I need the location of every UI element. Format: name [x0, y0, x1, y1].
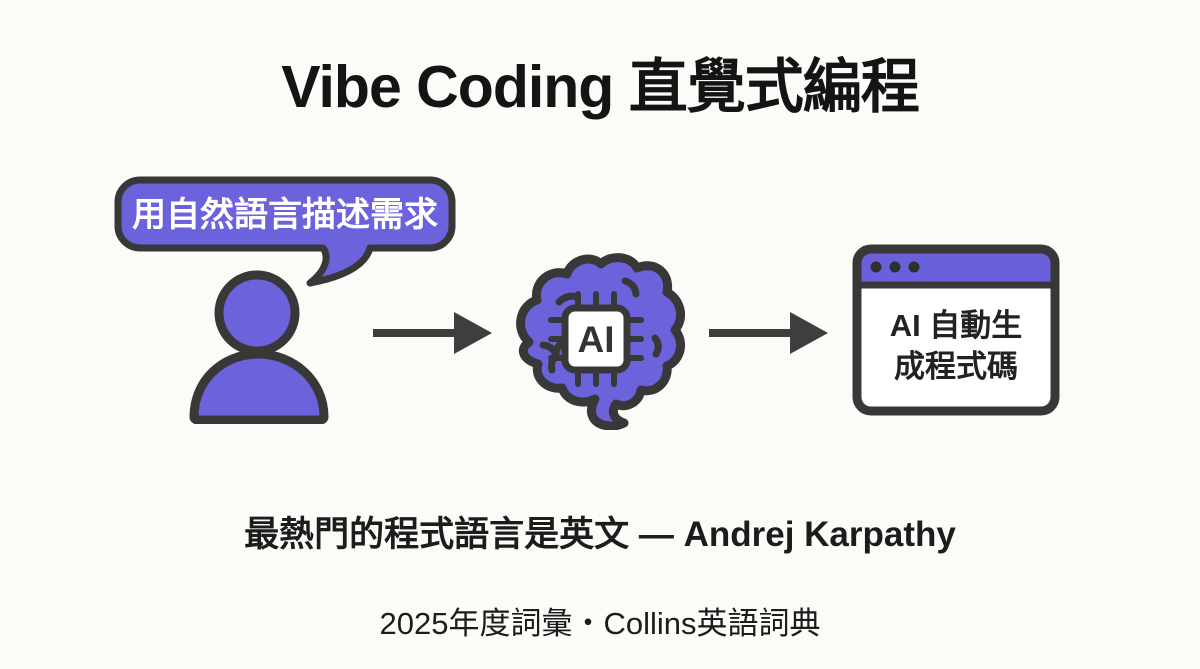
- speech-bubble-shape: [114, 176, 456, 287]
- speech-bubble-label: 用自然語言描述需求: [132, 195, 438, 234]
- browser-text-line2: 成程式碼: [894, 349, 1018, 384]
- ai-chip-label: AI: [578, 319, 615, 360]
- ai-chip: [561, 304, 631, 374]
- window-control-dots: [870, 261, 920, 273]
- page-title: Vibe Coding 直覺式編程: [281, 54, 919, 120]
- browser-text-line1: AI 自動生: [890, 308, 1023, 343]
- speech-bubble-icon: 用自然語言描述需求: [114, 176, 456, 287]
- user-head: [214, 270, 300, 356]
- arrow-right-icon: [373, 312, 492, 354]
- footer-text: 2025年度詞彙・Collins英語詞典: [379, 606, 821, 641]
- browser-titlebar: [857, 249, 1055, 285]
- quote-text: 最熱門的程式語言是英文 — Andrej Karpathy: [244, 515, 956, 554]
- user-icon: [189, 270, 329, 424]
- brain-ai-icon: AI: [516, 253, 685, 430]
- browser-window-icon: AI 自動生 成程式碼: [852, 244, 1060, 416]
- user-body: [189, 349, 329, 424]
- browser-frame: [852, 244, 1060, 416]
- arrow-right-icon: [709, 312, 828, 354]
